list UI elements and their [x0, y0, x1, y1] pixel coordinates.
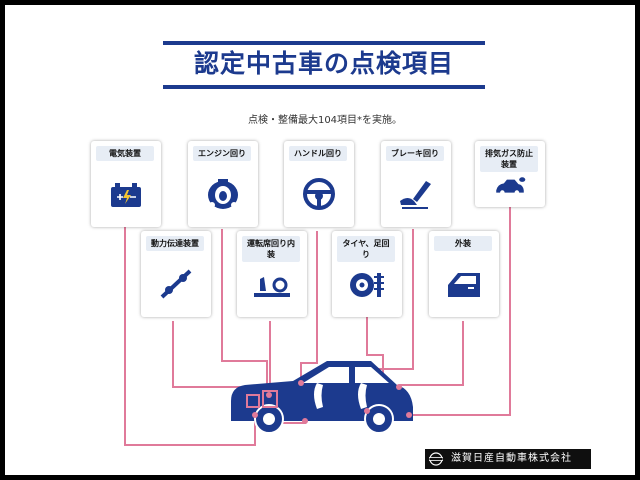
steering-wheel-icon [303, 178, 335, 210]
inspection-infographic: 認定中古車の点検項目 点検・整備最大104項目*を実施。 電気装置 エンジン回り [5, 5, 635, 475]
wire-exhaust [409, 205, 511, 416]
nissan-logo [429, 452, 443, 466]
card-transmission: 動力伝達装置 [141, 231, 211, 317]
wire-steering [300, 231, 318, 385]
card-cabin: 運転席回り内装 [237, 231, 307, 317]
card-label: 運転席回り内装 [242, 236, 300, 262]
card-label: タイヤ、足回り [337, 236, 395, 262]
drive-shaft-icon [160, 269, 192, 299]
brake-pedal-icon [400, 181, 431, 209]
card-engine: エンジン回り [188, 141, 258, 227]
tire-suspension-icon [350, 273, 384, 297]
card-label: 排気ガス防止装置 [480, 146, 538, 172]
card-label: 外装 [434, 236, 492, 251]
engine-icon [208, 179, 238, 209]
card-label: ハンドル回り [289, 146, 347, 161]
wire-exterior [399, 321, 464, 386]
company-badge: 滋賀日産自動車株式会社 [425, 449, 591, 469]
wire-engine [221, 229, 268, 397]
card-steering: ハンドル回り [284, 141, 354, 227]
company-name: 滋賀日産自動車株式会社 [451, 453, 572, 464]
card-label: エンジン回り [193, 146, 251, 161]
wire-transmission [172, 321, 249, 388]
connection-lines [124, 205, 511, 446]
exhaust-car-icon [496, 177, 526, 195]
card-label: 電気装置 [96, 146, 154, 161]
card-tires: タイヤ、足回り [332, 231, 402, 317]
card-label: ブレーキ回り [386, 146, 444, 161]
seat-interior-icon [254, 277, 290, 297]
card-brake: ブレーキ回り [381, 141, 451, 227]
car-door-icon [448, 273, 480, 297]
battery-icon [111, 183, 141, 207]
card-electrical: 電気装置 [91, 141, 161, 227]
subtitle: 点検・整備最大104項目*を実施。 [247, 115, 403, 126]
card-exterior: 外装 [429, 231, 499, 317]
wire-electrical [124, 227, 256, 446]
page-title: 認定中古車の点検項目 [193, 49, 454, 78]
card-exhaust: 排気ガス防止装置 [475, 141, 545, 207]
card-label: 動力伝達装置 [146, 236, 204, 251]
title-rule-top [163, 41, 485, 45]
title-rule-bottom [163, 85, 485, 89]
car-cutaway-illustration [231, 361, 413, 434]
